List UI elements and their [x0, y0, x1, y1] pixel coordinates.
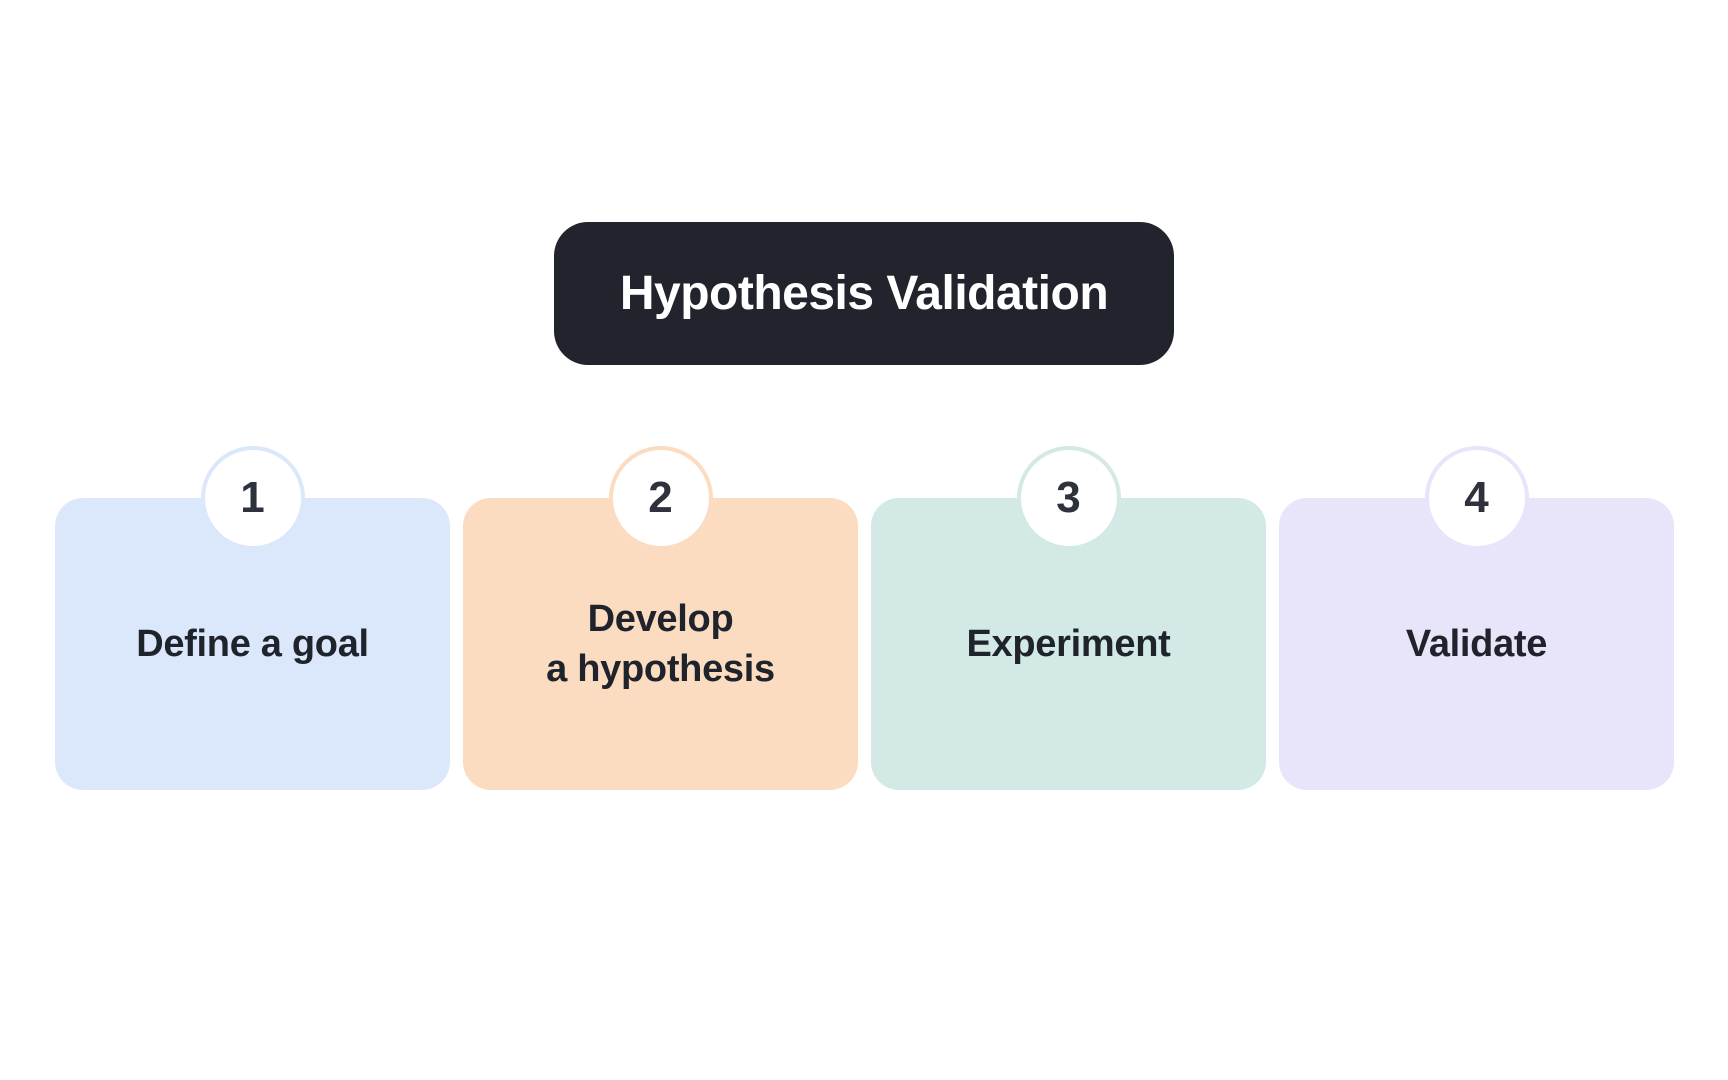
step-number-badge: 4 — [1424, 446, 1529, 550]
step-card-validate: 4 Validate — [1279, 446, 1674, 790]
step-label: Develop a hypothesis — [546, 597, 775, 690]
step-number: 2 — [648, 473, 673, 522]
step-number-badge: 1 — [200, 446, 305, 550]
step-number: 4 — [1464, 473, 1489, 522]
step-card-define-goal: 1 Define a goal — [55, 446, 450, 790]
step-card-experiment: 3 Experiment — [871, 446, 1266, 790]
diagram-title-banner: Hypothesis Validation — [554, 222, 1174, 365]
step-number-badge: 2 — [608, 446, 713, 550]
steps-row: 1 Define a goal 2 Develop a hypothesis 3… — [55, 446, 1674, 790]
step-number-badge: 3 — [1016, 446, 1121, 550]
step-label: Validate — [1405, 622, 1548, 665]
step-number: 3 — [1056, 473, 1081, 522]
step-label: Define a goal — [136, 622, 369, 665]
step-card-develop-hypothesis: 2 Develop a hypothesis — [463, 446, 858, 790]
step-number: 1 — [240, 473, 265, 522]
diagram-title: Hypothesis Validation — [619, 267, 1109, 320]
step-label: Experiment — [966, 622, 1171, 665]
